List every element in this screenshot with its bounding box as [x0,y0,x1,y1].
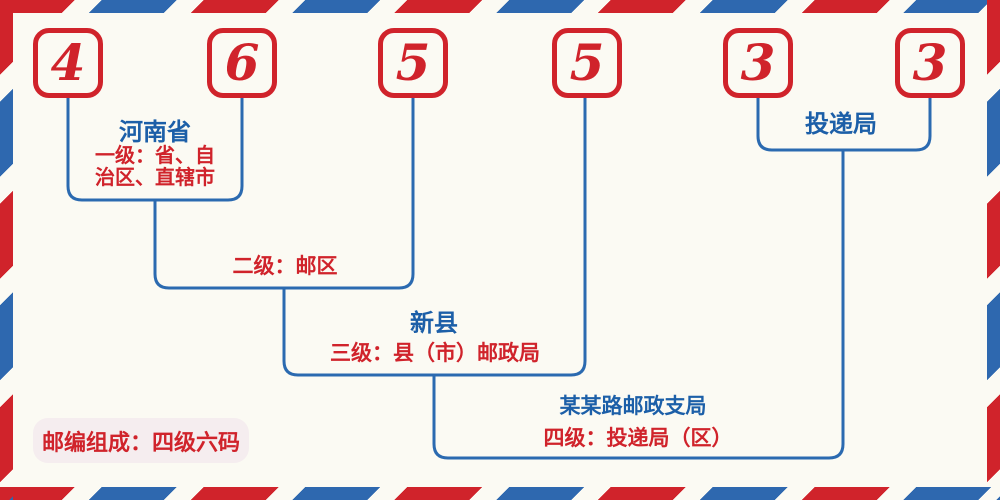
composition-badge: 邮编组成：四级六码 [33,418,249,463]
airmail-border-top [0,0,1000,13]
level4-desc-label: 四级：投递局（区） [543,426,733,450]
digit-box-2: 6 [207,28,277,98]
level3-place-label: 新县 [410,309,458,337]
digit-box-1: 4 [33,28,103,98]
digit-box-3: 5 [378,28,448,98]
composition-badge-text: 邮编组成：四级六码 [41,430,240,456]
digit-3: 5 [395,33,431,92]
digit-6: 3 [912,33,948,92]
digit-box-6: 3 [895,28,965,98]
level1-desc-line1: 一级：省、自 [95,143,215,167]
digit-5: 3 [740,33,776,92]
digit-4: 5 [569,33,605,92]
airmail-border-left [0,0,13,500]
level2-desc-label: 二级：邮区 [232,254,338,278]
delivery-office-label: 投递局 [805,110,877,138]
airmail-border-bottom [0,487,1000,500]
level1-place-label: 河南省 [119,118,191,146]
digit-box-5: 3 [723,28,793,98]
level4-place-label: 某某路邮政支局 [559,394,707,418]
airmail-border-right [987,0,1000,500]
digit-1: 4 [50,33,86,92]
level1-desc-label: 一级：省、自 治区、直辖市 [95,144,215,188]
digit-2: 6 [224,33,260,92]
level1-desc-line2: 治区、直辖市 [95,165,215,189]
digit-box-4: 5 [552,28,622,98]
level3-desc-label: 三级：县（市）邮政局 [330,341,540,365]
